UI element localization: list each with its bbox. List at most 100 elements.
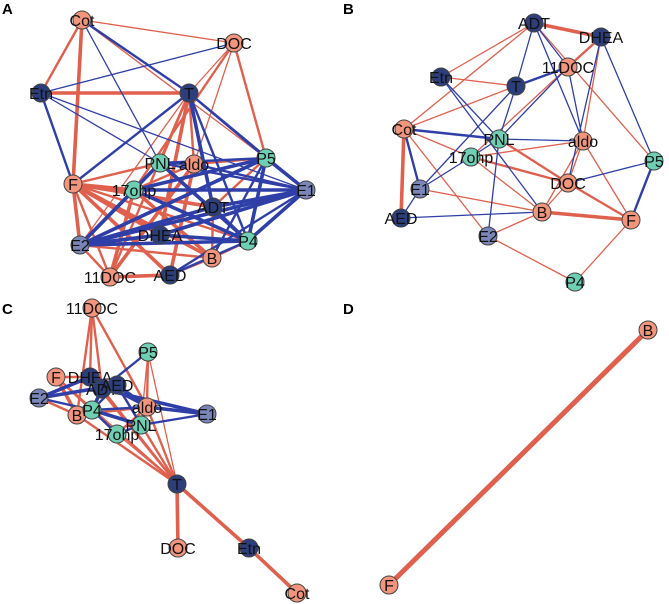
node-label-F: F — [626, 213, 636, 230]
node-PNL: PNL — [144, 153, 176, 173]
edge-Etn-T — [440, 76, 517, 87]
node-label-aldo: aldo — [132, 400, 162, 417]
node-label-17ohp: 17ohp — [449, 150, 494, 167]
edge-Cot-Etn — [39, 18, 84, 95]
node-aldo: aldo — [568, 131, 598, 151]
edge-ADT-E2 — [78, 205, 215, 247]
node-P4: P4 — [82, 400, 102, 420]
node-T: T — [179, 83, 199, 103]
node-Cot: Cot — [392, 119, 417, 139]
node-label-DHEA: DHEA — [579, 30, 624, 47]
node-Cot: Cot — [70, 10, 95, 30]
node-circle-aldo — [137, 397, 157, 417]
node-11DOC: 11DOC — [542, 57, 594, 77]
node-circle-P5 — [138, 342, 158, 362]
edge-E2-P4 — [487, 235, 576, 283]
node-label-DHEA: DHEA — [138, 228, 183, 245]
edge-aldo-17ohp — [470, 140, 584, 158]
node-11DOC: 11DOC — [84, 267, 136, 287]
node-label-E1: E1 — [197, 407, 217, 424]
node-circle-F — [63, 174, 83, 194]
node-label-E2: E2 — [478, 229, 498, 246]
node-17ohp: 17ohp — [449, 147, 494, 167]
node-AED: AED — [385, 208, 417, 228]
node-label-Cot: Cot — [70, 13, 95, 30]
edge-PNL-P5 — [158, 156, 268, 165]
edge-P4-F — [574, 219, 632, 283]
node-label-P4: P4 — [565, 275, 585, 292]
panel-a-edges — [39, 18, 308, 279]
node-label-AED: AED — [101, 378, 134, 395]
node-label-B: B — [537, 205, 548, 222]
edge-F-B — [386, 327, 651, 588]
node-label-P5: P5 — [138, 345, 158, 362]
edge-11DOC-17ohp — [470, 66, 569, 158]
edge-Cot-PNL — [402, 127, 501, 141]
node-11DOC: 11DOC — [66, 298, 118, 318]
node-label-P4: P4 — [82, 403, 102, 420]
edge-17ohp-P4 — [132, 188, 250, 243]
node-PNL: PNL — [483, 129, 515, 149]
node-label-F: F — [384, 578, 394, 595]
edge-DHEA-aldo — [582, 36, 602, 142]
node-circle-PNL — [489, 129, 509, 149]
edge-P5-F — [629, 159, 656, 222]
edge-B-F — [540, 210, 633, 222]
node-circle-P4 — [565, 272, 585, 292]
edge-11DOC-ADT — [90, 306, 104, 391]
edge-F-E2 — [71, 182, 82, 247]
node-circle-DHEA — [150, 225, 170, 245]
node-T: T — [167, 474, 187, 494]
node-label-F: F — [51, 370, 61, 387]
edge-P5-DOC — [567, 160, 655, 184]
node-label-DOC: DOC — [216, 36, 252, 53]
edge-T-Cot — [403, 85, 517, 130]
node-circle-11DOC — [100, 267, 120, 287]
node-circle-ADT — [524, 13, 544, 33]
edge-Cot-E1 — [402, 127, 422, 191]
node-label-T: T — [172, 477, 182, 494]
edge-ADT-T — [515, 22, 535, 87]
node-label-F: F — [68, 177, 78, 194]
edge-T-E1 — [419, 85, 517, 190]
node-circle-Etn — [431, 67, 451, 87]
node-DOC: DOC — [160, 538, 196, 558]
node-circle-Cot — [287, 583, 307, 603]
node-label-aldo: aldo — [179, 157, 209, 174]
node-label-E2: E2 — [29, 391, 49, 408]
edge-DOC-T — [188, 42, 235, 94]
edge-Cot-AED — [399, 127, 406, 220]
edge-T-P4 — [187, 91, 250, 243]
edge-PNL-DOC — [497, 137, 570, 185]
node-circle-AED — [160, 265, 180, 285]
edge-P5-E2 — [78, 156, 268, 247]
node-circle-DHEA — [591, 27, 611, 47]
node-Etn: Etn — [237, 538, 261, 558]
node-E2: E2 — [478, 226, 498, 246]
node-circle-PNL — [150, 153, 170, 173]
node-circle-T — [506, 76, 526, 96]
node-label-17ohp: 17ohp — [112, 183, 157, 200]
node-label-B: B — [643, 323, 654, 340]
edge-DOC-Etn — [40, 42, 235, 94]
node-label-T: T — [511, 79, 521, 96]
node-circle-B — [638, 320, 658, 340]
node-17ohp: 17ohp — [95, 424, 139, 444]
edge-Etn-PNL — [440, 76, 500, 140]
node-B: B — [638, 320, 658, 340]
edge-Cot-P5 — [81, 19, 267, 159]
node-label-PNL: PNL — [125, 418, 156, 435]
node-label-AED: AED — [154, 268, 187, 285]
panel-letter-a: A — [2, 1, 13, 18]
node-circle-17ohp — [461, 147, 481, 167]
node-circle-Etn — [31, 83, 51, 103]
edge-17ohp-E2 — [78, 188, 136, 247]
panel-d-network: BF — [379, 320, 658, 595]
edge-17ohp-T — [116, 433, 178, 485]
node-label-Etn: Etn — [29, 86, 53, 103]
node-label-11DOC: 11DOC — [542, 60, 594, 77]
